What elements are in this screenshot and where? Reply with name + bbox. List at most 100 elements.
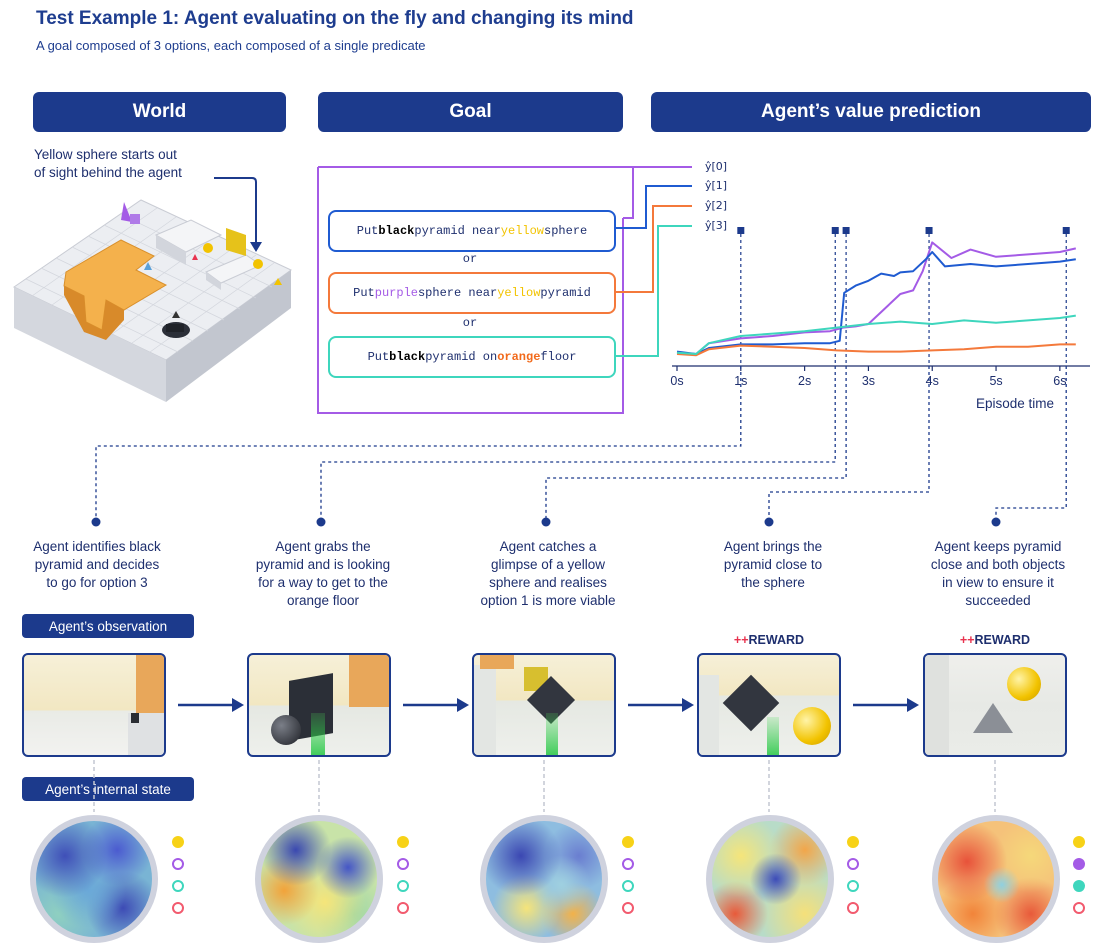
label-internal-state: Agent’s internal state: [22, 777, 194, 801]
option-dot-3: [1073, 880, 1085, 892]
world-illustration: [13, 199, 292, 402]
goal-text-yellow: yellow: [497, 286, 541, 300]
observation-frame-1: [22, 653, 166, 757]
black-sphere: [271, 715, 301, 745]
caption-line: pyramid and decides: [34, 557, 160, 572]
reward-label-4: ++REWARD: [697, 633, 841, 647]
x-axis-label: Episode time: [976, 396, 1054, 411]
goal-text: sphere near: [417, 286, 498, 300]
orange-block: [480, 655, 514, 669]
event-dot-1: [91, 517, 101, 527]
orange-block: [136, 655, 164, 713]
x-tick-label: 6s: [1053, 374, 1066, 388]
event-connector-4: [768, 366, 930, 522]
event-caption-1: Agent identifies black pyramid and decide…: [2, 538, 192, 592]
goal-text-orange: orange: [497, 350, 541, 364]
goal-or-2: or: [462, 316, 478, 330]
internal-state-4: [706, 815, 834, 943]
header-value-prediction: Agent’s value prediction: [651, 92, 1091, 132]
option-dot-4: [1073, 902, 1085, 914]
caption-line: Agent keeps pyramid: [934, 539, 1062, 554]
orange-block: [349, 655, 389, 707]
goal-text-black: black: [378, 224, 415, 238]
arrowhead: [232, 698, 244, 712]
internal-state-3: [480, 815, 608, 943]
goal-text: pyramid: [540, 286, 591, 300]
goal-text: Put: [367, 350, 390, 364]
option-dot-1: [397, 836, 409, 848]
internal-state-1: [30, 815, 158, 943]
goal-option-2: Put purple sphere near yellow pyramid: [328, 272, 616, 314]
black-pyramid: [131, 713, 139, 723]
option-dot-4: [397, 902, 409, 914]
goal-option-3: Put black pyramid on orange floor: [328, 336, 616, 378]
option-dot-3: [397, 880, 409, 892]
event-marker-1: [737, 227, 745, 234]
reward-label-5: ++REWARD: [923, 633, 1067, 647]
page-subtitle: A goal composed of 3 options, each compo…: [36, 38, 426, 53]
event-connector-3: [545, 366, 847, 522]
observation-frame-4: [697, 653, 841, 757]
world-note-line-1: Yellow sphere starts out: [34, 147, 177, 162]
caption-line: orange floor: [286, 593, 360, 608]
caption-line: the sphere: [741, 575, 805, 590]
caption-line: Agent identifies black: [33, 539, 161, 554]
internal-state-5: [932, 815, 1060, 943]
x-tick-label: 3s: [862, 374, 875, 388]
world-note: Yellow sphere starts out of sight behind…: [34, 146, 182, 182]
event-marker-4: [925, 227, 933, 234]
world-note-arrow: [214, 177, 262, 252]
option-dot-3: [847, 880, 859, 892]
observation-frame-3: [472, 653, 616, 757]
reward-plus: ++: [733, 633, 749, 647]
green-beam: [767, 717, 779, 755]
reward-plus: ++: [959, 633, 975, 647]
option-dot-3: [172, 880, 184, 892]
event-marker-3: [842, 227, 850, 234]
label-observation: Agent’s observation: [22, 614, 194, 638]
caption-line: Agent brings the: [723, 539, 823, 554]
event-connectors: [91, 366, 1067, 527]
goal-text: pyramid near: [414, 224, 501, 238]
arrowhead: [907, 698, 919, 712]
series-line-1: [676, 251, 1076, 355]
event-connector-1: [95, 366, 742, 522]
event-dot-5: [991, 517, 1001, 527]
event-dot-3: [541, 517, 551, 527]
caption-line: close and both objects: [930, 557, 1066, 572]
goal-text-purple: purple: [374, 286, 418, 300]
goal-text: Put: [353, 286, 375, 300]
event-marker-2: [831, 227, 839, 234]
caption-line: Agent catches a: [499, 539, 597, 554]
caption-line: succeeded: [965, 593, 1031, 608]
series-line-3: [676, 314, 1076, 355]
header-world: World: [33, 92, 286, 132]
legend-label-3: ŷ[3]: [705, 219, 727, 232]
green-beam: [546, 713, 558, 755]
event-marker-5: [1062, 227, 1070, 234]
caption-line: pyramid and is looking: [255, 557, 391, 572]
goal-text-black: black: [389, 350, 426, 364]
option-dot-2: [1073, 858, 1085, 870]
world-note-line-2: of sight behind the agent: [34, 165, 182, 180]
legend-label-1: ŷ[1]: [705, 179, 727, 192]
observation-frame-5: [923, 653, 1067, 757]
option-dot-2: [622, 858, 634, 870]
reward-text: REWARD: [748, 633, 805, 647]
event-connector-2: [320, 366, 836, 522]
arrowhead: [457, 698, 469, 712]
goal-text: floor: [540, 350, 577, 364]
caption-line: glimpse of a yellow: [490, 557, 606, 572]
series-line-0: [676, 241, 1077, 355]
arrowhead: [682, 698, 694, 712]
option-dot-4: [847, 902, 859, 914]
page-title: Test Example 1: Agent evaluating on the …: [36, 8, 634, 29]
header-goal: Goal: [318, 92, 623, 132]
event-caption-5: Agent keeps pyramid close and both object…: [903, 538, 1093, 610]
wall-block: [699, 675, 719, 755]
